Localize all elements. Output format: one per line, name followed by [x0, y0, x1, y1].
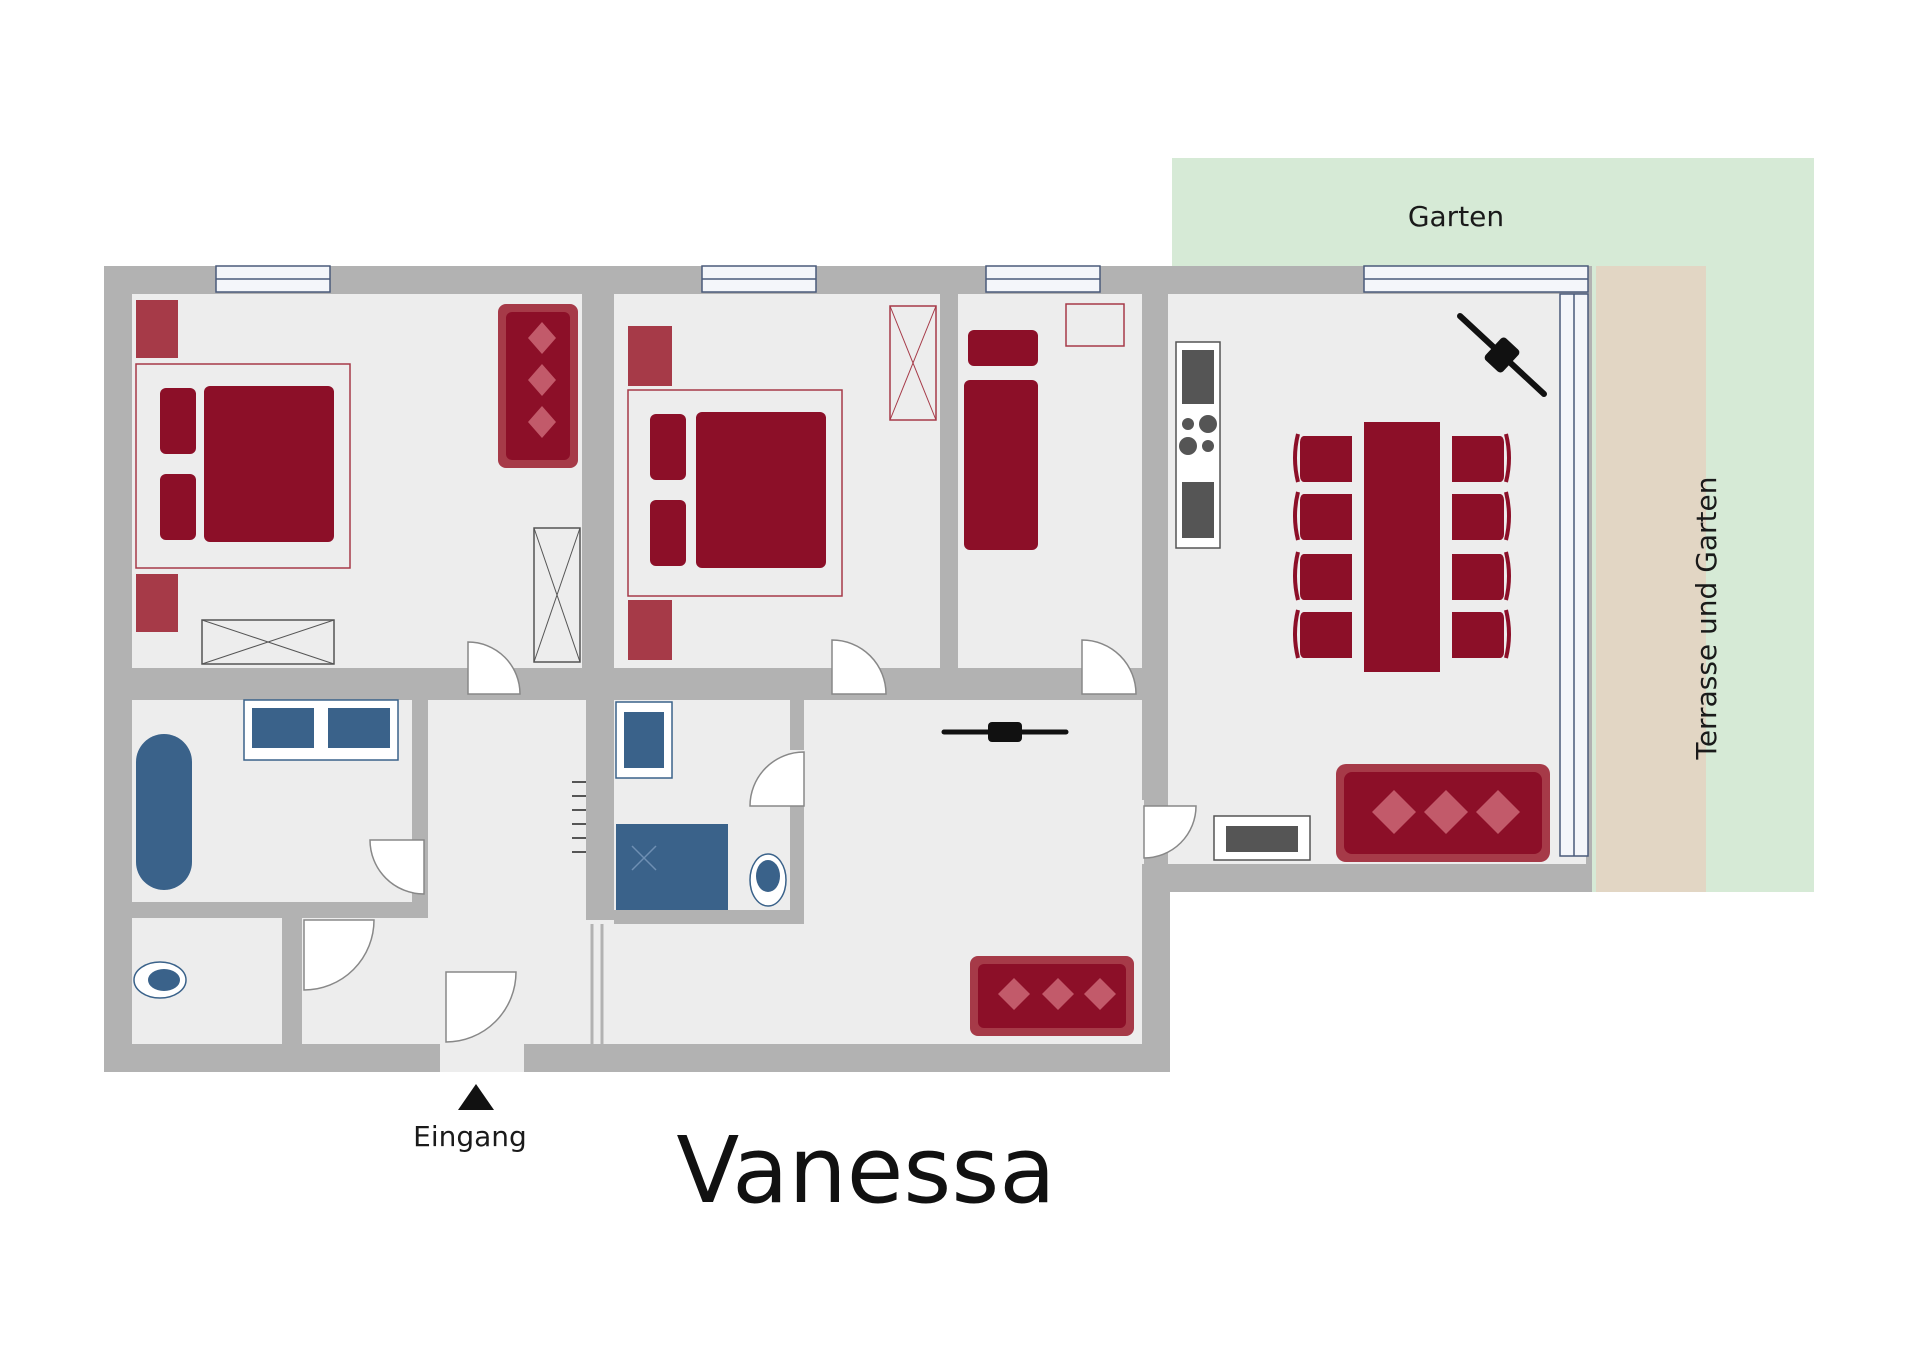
pillow	[650, 414, 686, 480]
pillow	[650, 500, 686, 566]
garden-label: Garten	[1408, 200, 1504, 233]
ceiling-fan-icon	[941, 722, 1069, 742]
dining-table-icon	[1364, 422, 1440, 672]
rug	[627, 389, 843, 597]
entrance-label: Eingang	[413, 1120, 527, 1153]
nightstand-icon	[628, 326, 672, 386]
sofa-icon	[970, 956, 1134, 1036]
sofa-icon	[1336, 764, 1550, 862]
chair-icon	[1300, 436, 1504, 658]
toilet-icon	[133, 961, 187, 999]
bed-icon	[204, 386, 334, 542]
bathtub-icon	[136, 734, 192, 890]
pillow	[968, 330, 1038, 366]
bedroom-2	[627, 305, 937, 660]
shower-icon	[616, 824, 728, 910]
door-icon	[303, 639, 1197, 1043]
wardrobe-icon	[533, 527, 581, 663]
desk-icon	[1065, 303, 1125, 347]
terrace-label: Terrasse und Garten	[1690, 476, 1723, 760]
internal-walls	[132, 294, 1592, 1072]
wardrobe-icon	[201, 619, 335, 665]
living-dining	[1175, 313, 1550, 862]
armchair-icon	[498, 304, 578, 468]
nightstand-icon	[136, 574, 178, 632]
hall-connector-floor	[582, 920, 614, 1044]
rug	[135, 363, 351, 569]
radiator-icon	[572, 781, 586, 853]
bedroom-3	[964, 303, 1125, 550]
entrance-arrow-icon	[458, 1084, 494, 1110]
bedroom-1	[135, 300, 581, 665]
pillow	[160, 474, 196, 540]
entrance-gap	[440, 1044, 524, 1072]
nightstand-icon	[628, 600, 672, 660]
stove-icon	[1182, 418, 1194, 430]
floor-plan-title: Vanessa	[676, 1117, 1055, 1224]
terrace-area	[1596, 266, 1706, 892]
hall-floor	[428, 700, 586, 920]
wardrobe-icon	[889, 305, 937, 421]
nightstand-icon	[136, 300, 178, 358]
chair-backs	[1293, 433, 1511, 659]
bed-icon	[964, 380, 1038, 550]
pillow	[160, 388, 196, 454]
bathroom-1	[136, 699, 399, 890]
window-glazing	[216, 278, 1588, 856]
bed-icon	[696, 412, 826, 568]
kitchen-counter-icon	[1175, 341, 1221, 549]
sink-icon	[1182, 350, 1214, 404]
bathroom-2	[615, 701, 787, 910]
